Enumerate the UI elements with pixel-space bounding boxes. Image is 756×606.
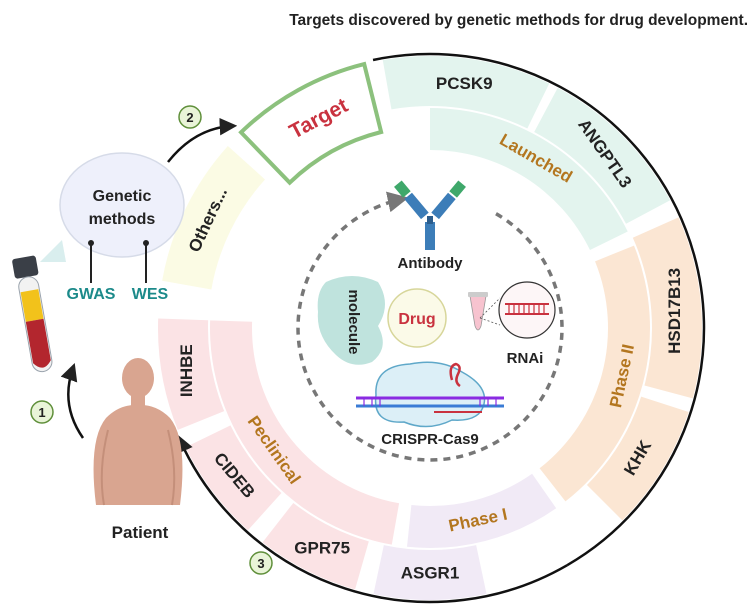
sector-inhbe: [158, 318, 225, 430]
figure-title: Targets discovered by genetic methods fo…: [289, 12, 748, 29]
step-3-badge: 3: [249, 551, 273, 575]
arrow-step2: [167, 117, 238, 163]
molecule-label: molecule: [345, 289, 362, 354]
step-2-badge: 2: [178, 105, 202, 129]
gene-inhbe: INHBE: [177, 344, 196, 397]
gene-hsd17b13: HSD17B13: [665, 268, 684, 354]
antibody-icon: [394, 180, 466, 250]
step-1-number: 1: [38, 405, 45, 420]
sector-phase2: [539, 245, 650, 502]
step-2-number: 2: [186, 110, 193, 125]
ring-sectors: [158, 56, 703, 600]
sector-gpr75: [262, 502, 369, 590]
rnai-icon: [468, 281, 556, 339]
gene-asgr1: ASGR1: [401, 563, 460, 582]
crispr-icon: [356, 361, 504, 428]
sector-others: [162, 145, 266, 290]
sector-target: [238, 61, 384, 186]
patient-icon: [93, 358, 183, 506]
blood-tube-icon: [12, 255, 53, 373]
drug-circle: [387, 288, 447, 348]
sector-angptl3: [534, 87, 671, 224]
gene-gpr75: GPR75: [294, 539, 350, 558]
arrow-step3: [176, 434, 568, 604]
rnai-label: RNAi: [507, 350, 544, 367]
genetic-label-line1: Genetic: [93, 188, 152, 205]
sector-cideb: [185, 425, 282, 531]
arrow-step1: [60, 363, 85, 439]
patient-label: Patient: [112, 523, 169, 542]
drug-label: Drug: [398, 311, 435, 328]
sector-asgr1: [373, 545, 487, 600]
inner-dashed-cycle: [296, 191, 564, 462]
wes-label: WES: [132, 286, 169, 303]
sector-launched: [430, 108, 628, 250]
gene-pcsk9: PCSK9: [436, 74, 493, 93]
molecule-blob: [317, 276, 385, 365]
crispr-label: CRISPR-Cas9: [381, 431, 479, 448]
step-1-badge: 1: [30, 400, 54, 424]
sector-khk: [586, 396, 689, 521]
antibody-label: Antibody: [398, 255, 464, 272]
genetic-label-line2: methods: [89, 211, 156, 228]
step-3-number: 3: [257, 556, 264, 571]
sector-hsd17b13: [632, 217, 703, 399]
sector-pcsk9: [382, 56, 550, 129]
outer-arc: [372, 52, 706, 567]
bubble-tail: [40, 240, 66, 262]
sector-preclinical: [210, 320, 400, 545]
genetic-methods-bubble: Genetic methods GWAS WES: [40, 152, 185, 303]
sector-phase1: [407, 473, 557, 548]
gwas-label: GWAS: [67, 286, 116, 303]
